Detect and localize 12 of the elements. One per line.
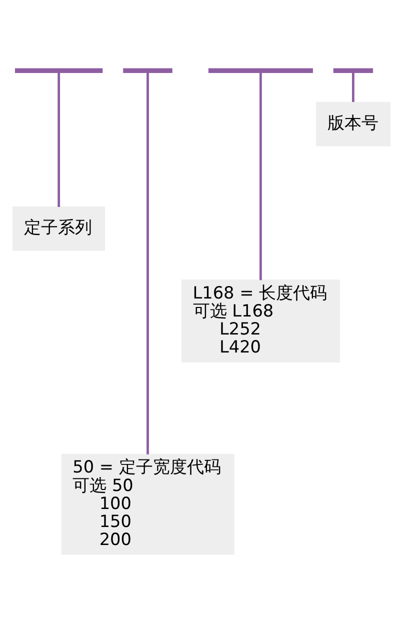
node-box: 定子系列: [12, 206, 106, 250]
node-bar: [123, 68, 172, 72]
connector: [352, 72, 354, 102]
node-bar: [333, 68, 373, 72]
node-box: 50 = 定子宽度代码 可选 50 100 150 200: [61, 453, 234, 554]
connector: [58, 72, 60, 206]
connector: [146, 72, 149, 454]
node-box: L168 = 长度代码 可选 L168 L252 L420: [181, 279, 340, 362]
node-bar: [208, 68, 313, 72]
node-box: 版本号: [316, 101, 390, 146]
node-bar: [14, 68, 103, 72]
connector: [259, 72, 262, 280]
